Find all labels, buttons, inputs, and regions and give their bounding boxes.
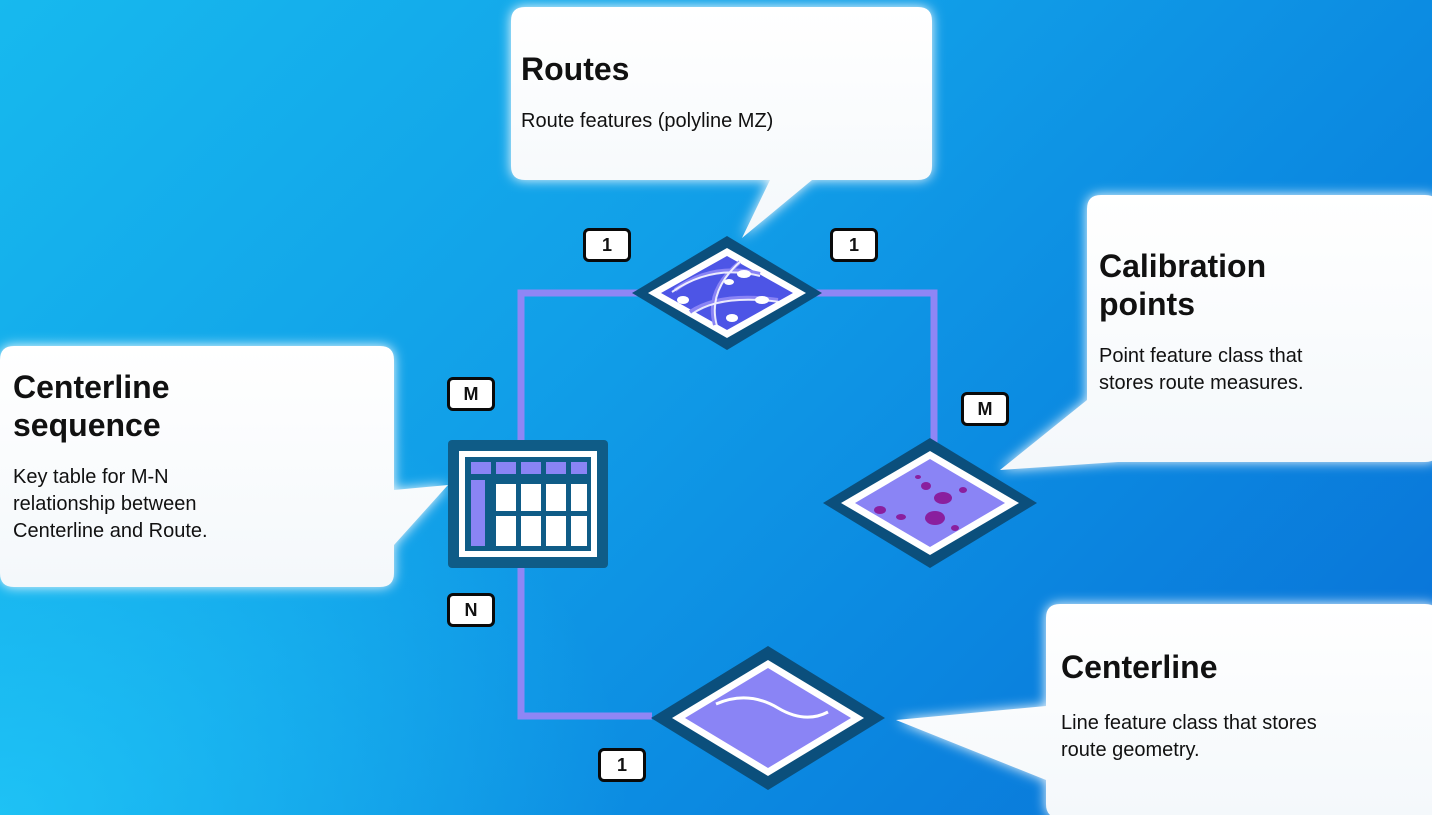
callout-bubble-centerline-sequence: [0, 346, 448, 587]
connector-sequence-centerline: [517, 568, 652, 720]
point-feature-class-icon: [823, 438, 1037, 568]
callout-bubble-routes: [511, 7, 932, 238]
cardinality-label-centerline-sequence: 1: [598, 748, 646, 782]
centerline-title: Centerline: [1061, 649, 1218, 685]
centerline-callout: Centerline Line feature class that store…: [1061, 648, 1431, 764]
callout-bubble-calibration-points: [1000, 195, 1432, 470]
cardinality-label-sequence-centerline: N: [447, 593, 495, 627]
centerline-sequence-description-line1: Key table for M-N: [13, 466, 169, 488]
connector-routes-calibration: [815, 289, 938, 455]
callout-bubble-centerline: [896, 604, 1432, 815]
cardinality-label-routes-calibration: 1: [830, 228, 878, 262]
cardinality-label-routes-sequence: 1: [583, 228, 631, 262]
centerline-description-line2: route geometry.: [1061, 739, 1200, 761]
calibration-points-title-line2: points: [1099, 286, 1195, 322]
connector-lines: [517, 289, 938, 720]
centerline-sequence-callout: Centerline sequence Key table for M-N re…: [13, 368, 383, 545]
centerline-sequence-description-line2: relationship between: [13, 493, 197, 515]
routes-feature-class-icon: [632, 236, 822, 350]
calibration-points-callout: Calibration points Point feature class t…: [1099, 247, 1429, 397]
calibration-points-description-line1: Point feature class that: [1099, 345, 1303, 367]
calibration-points-description-line2: stores route measures.: [1099, 372, 1304, 394]
cardinality-label-calibration-routes: M: [961, 392, 1009, 426]
centerline-sequence-description-line3: Centerline and Route.: [13, 520, 208, 542]
calibration-points-title-line1: Calibration: [1099, 248, 1267, 284]
routes-callout: Routes Route features (polyline MZ): [521, 50, 921, 135]
line-feature-class-icon: [651, 646, 885, 790]
routes-description: Route features (polyline MZ): [521, 110, 774, 132]
routes-title: Routes: [521, 51, 630, 87]
centerline-sequence-title-line1: Centerline: [13, 369, 170, 405]
centerline-sequence-title-line2: sequence: [13, 407, 161, 443]
table-icon: [448, 440, 608, 568]
connector-routes-sequence: [517, 289, 640, 442]
centerline-description-line1: Line feature class that stores: [1061, 712, 1317, 734]
cardinality-label-sequence-routes: M: [447, 377, 495, 411]
